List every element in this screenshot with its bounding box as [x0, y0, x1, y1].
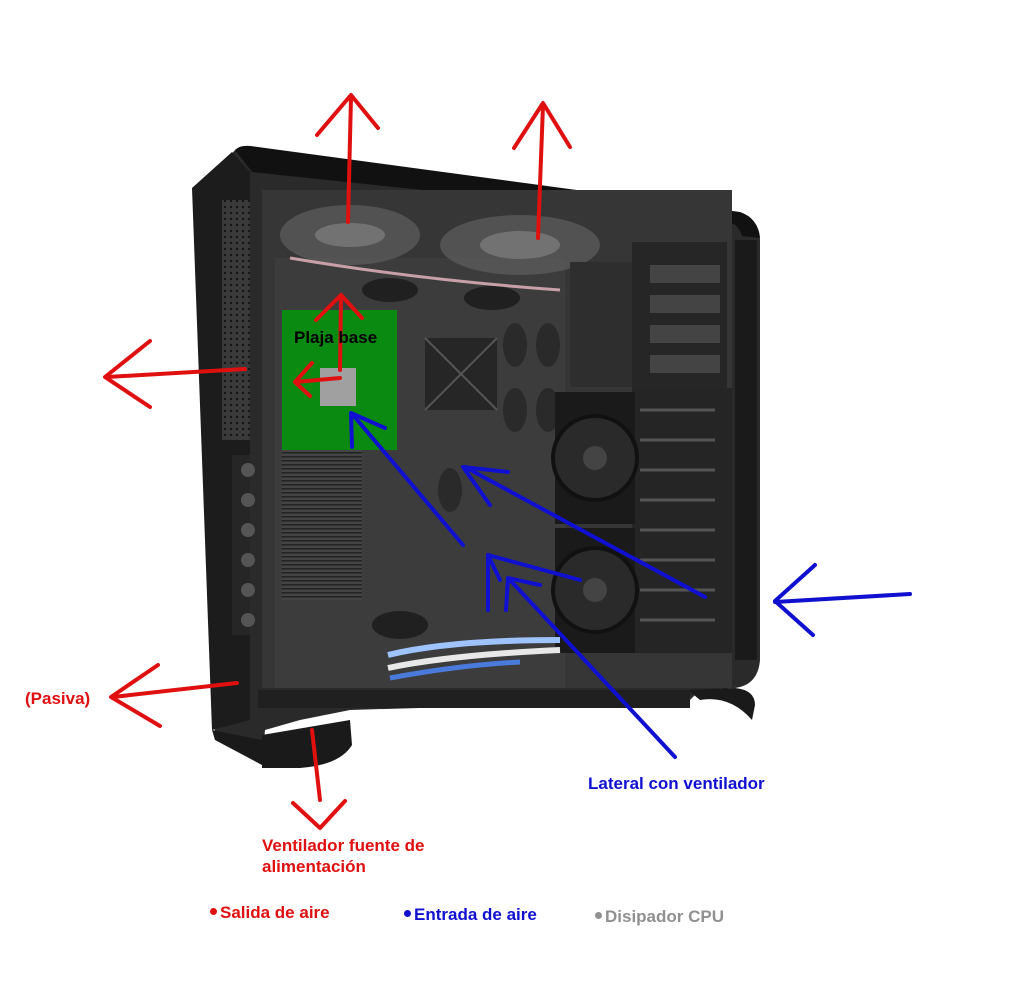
pc-case	[192, 145, 760, 768]
intake-arrow-side-fan-2	[486, 553, 582, 612]
legend-cpu-cooler: Disipador CPU	[595, 907, 724, 927]
exhaust-arrow-cpu	[293, 293, 364, 398]
intake-arrow-lateral	[504, 576, 677, 759]
legend-cpu-cooler-dot	[595, 912, 602, 920]
legend-cpu-cooler-label: Disipador CPU	[605, 907, 725, 926]
psu-fan-label-line1: Ventilador fuente de	[262, 836, 425, 855]
exhaust-arrow-passive	[109, 663, 239, 728]
legend-intake: Entrada de aire	[404, 905, 537, 925]
legend-intake-dot	[404, 910, 411, 918]
motherboard-label: Plaja base	[294, 328, 378, 347]
exhaust-arrow-top-2	[512, 101, 572, 240]
legend-exhaust-label: Salida de aire	[220, 903, 330, 922]
intake-arrow-side	[773, 563, 912, 637]
side-fan-label: Lateral con ventilador	[588, 774, 765, 793]
exhaust-arrow-psu	[291, 728, 347, 830]
cpu-cooler	[320, 368, 356, 406]
legend-exhaust-dot	[210, 908, 217, 916]
intake-arrow-side-fan-1	[461, 465, 707, 599]
intake-arrows	[349, 411, 912, 759]
exhaust-arrow-rear	[103, 339, 247, 409]
passive-label: (Pasiva)	[25, 689, 91, 708]
exhaust-arrows	[103, 93, 572, 830]
legend-intake-label: Entrada de aire	[414, 905, 537, 924]
exhaust-arrow-top-1	[315, 93, 380, 224]
intake-arrow-cpu	[349, 411, 465, 547]
psu-fan-label-line2: alimentación	[262, 857, 366, 876]
legend-exhaust: Salida de aire	[210, 903, 330, 923]
